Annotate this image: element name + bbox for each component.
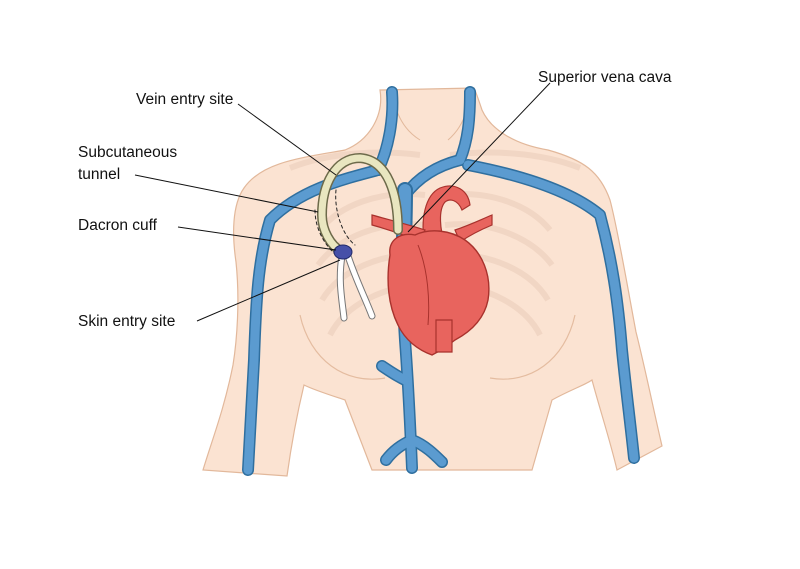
descending-aorta <box>435 319 453 353</box>
breast-left <box>299 314 386 380</box>
rib-6 <box>444 221 555 267</box>
tunneled-catheter <box>314 152 403 322</box>
leader-subcutaneous <box>134 174 319 213</box>
pulmonary-artery-right <box>454 214 493 243</box>
breast-right <box>489 314 576 380</box>
labels: Vein entry site Subcutaneous tunnel Dacr… <box>78 69 672 330</box>
dacron-cuff <box>333 244 353 260</box>
label-skin-entry-site: Skin entry site <box>78 313 175 330</box>
label-superior-vena-cava: Superior vena cava <box>538 69 672 86</box>
heart <box>371 185 493 356</box>
leader-vein-entry <box>237 103 337 176</box>
label-subcutaneous-line2: tunnel <box>78 166 120 183</box>
leader-svc <box>407 82 551 233</box>
label-dacron-cuff: Dacron cuff <box>78 217 158 234</box>
label-subcutaneous-line1: Subcutaneous <box>78 144 177 161</box>
heart-contour <box>417 244 430 326</box>
leader-dacron-cuff <box>177 226 337 251</box>
leader-skin-entry <box>196 259 341 322</box>
heart-body <box>387 230 490 356</box>
leader-lines <box>134 82 551 322</box>
label-vein-entry-site: Vein entry site <box>136 91 233 108</box>
subcutaneous-tunnel-outline <box>314 189 356 259</box>
catheter-shaft <box>318 154 402 256</box>
